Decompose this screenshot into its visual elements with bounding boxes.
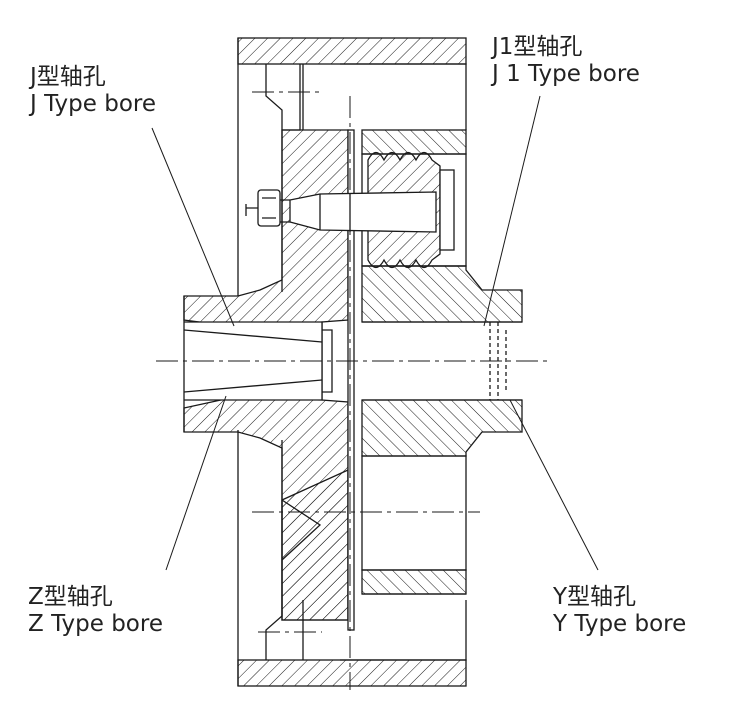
- right-half-coupling: [245, 129, 523, 595]
- label-j-en: J Type bore: [30, 91, 157, 117]
- leader-z: [165, 395, 227, 571]
- right-rim-top: [361, 129, 467, 155]
- left-flange-rim-top: [237, 37, 467, 65]
- label-z-en: Z Type bore: [28, 611, 163, 637]
- leader-j: [151, 127, 235, 327]
- label-j-type-bore: J型轴孔 J Type bore: [30, 64, 156, 118]
- label-j1-en: J 1 Type bore: [492, 61, 640, 87]
- label-j1-type-bore: J1型轴孔 J 1 Type bore: [492, 34, 640, 88]
- leader-y: [509, 399, 599, 571]
- pin-nut: [257, 189, 281, 227]
- leader-j1: [483, 95, 541, 327]
- left-flange-rim-bottom: [237, 659, 467, 687]
- centre-lines: [156, 91, 548, 690]
- leader-lines: [151, 95, 599, 571]
- label-y-cn: Y型轴孔: [553, 584, 637, 610]
- label-y-en: Y Type bore: [553, 611, 687, 637]
- pin: [289, 191, 437, 233]
- right-hub-body: [361, 265, 523, 323]
- right-rim-bottom: [361, 569, 467, 595]
- label-z-cn: Z型轴孔: [28, 584, 113, 610]
- label-j-cn: J型轴孔: [30, 64, 106, 90]
- label-z-type-bore: Z型轴孔 Z Type bore: [28, 584, 163, 638]
- label-y-type-bore: Y型轴孔 Y Type bore: [553, 584, 686, 638]
- label-j1-cn: J1型轴孔: [492, 34, 583, 60]
- separator-plate: [347, 129, 355, 631]
